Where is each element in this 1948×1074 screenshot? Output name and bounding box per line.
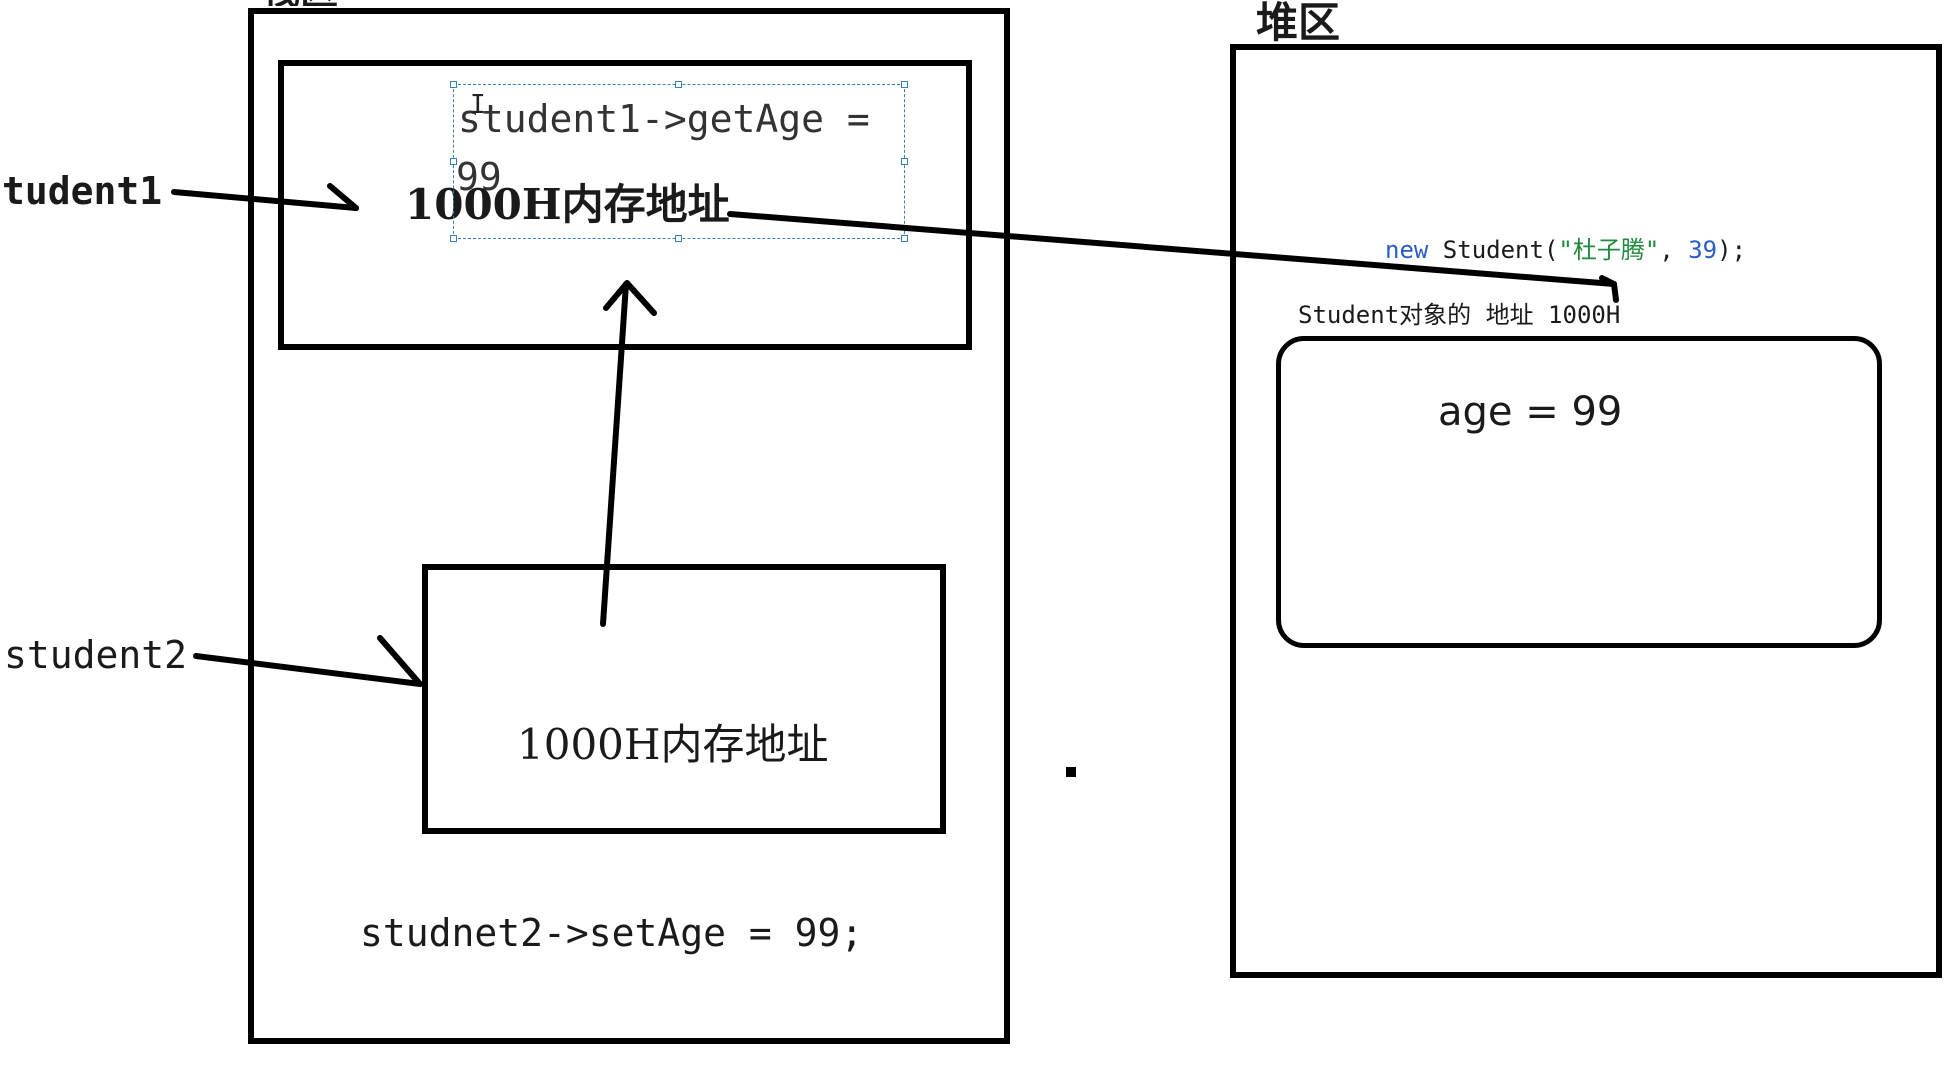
selection-handle-ml[interactable] (450, 158, 457, 165)
new-student-code: new Student("杜子腾", 39); (1385, 238, 1746, 262)
set-age-statement: studnet2->setAge = 99; (360, 911, 864, 955)
code-tail: ); (1717, 236, 1747, 264)
selection-handle-tm[interactable] (675, 81, 682, 88)
student1-address-text: 1000H内存地址 (405, 180, 730, 229)
heap-region-title: 堆区 (1256, 0, 1341, 47)
heap-region-box (1230, 44, 1942, 978)
selection-handle-bm[interactable] (675, 235, 682, 242)
selection-handle-tl[interactable] (450, 81, 457, 88)
object-field-text: age = 99 (1438, 389, 1623, 435)
student2-address-text: 1000H内存地址 (517, 720, 829, 769)
stack-region-box (248, 8, 1010, 1044)
get-age-call-text: student1->getAge = (458, 97, 870, 141)
student2-label: student2 (4, 633, 188, 677)
stray-dot (1066, 767, 1076, 777)
student2-frame-box (422, 564, 946, 834)
selection-handle-tr[interactable] (901, 81, 908, 88)
selection-handle-bl[interactable] (450, 235, 457, 242)
student1-arrowhead (327, 183, 359, 211)
student2-pointer-arrow (193, 653, 423, 687)
code-separator: , (1659, 236, 1689, 264)
student1-pointer-arrow (171, 189, 359, 211)
get-age-result-text: 99 (456, 155, 502, 199)
student-object-box (1276, 336, 1882, 648)
heap-pointer-arrowhead (1599, 275, 1619, 303)
code-class-name: Student( (1428, 236, 1559, 264)
frame-link-arrowhead (603, 280, 657, 316)
student2-arrowhead (377, 635, 423, 687)
code-number-arg: 39 (1688, 236, 1718, 264)
frame-link-arrow (600, 281, 629, 627)
student1-label: tudent1 (2, 169, 163, 213)
object-address-text: Student对象的 地址 1000H (1298, 301, 1621, 329)
code-string-arg: "杜子腾" (1558, 236, 1660, 264)
selection-handle-br[interactable] (901, 235, 908, 242)
selection-handle-mr[interactable] (901, 158, 908, 165)
text-cursor-icon: I (470, 90, 486, 120)
stack-region-title: 栈区 (262, 0, 338, 6)
student1-frame-box (278, 60, 972, 350)
code-keyword: new (1385, 236, 1429, 264)
heap-pointer-line (727, 211, 1617, 287)
